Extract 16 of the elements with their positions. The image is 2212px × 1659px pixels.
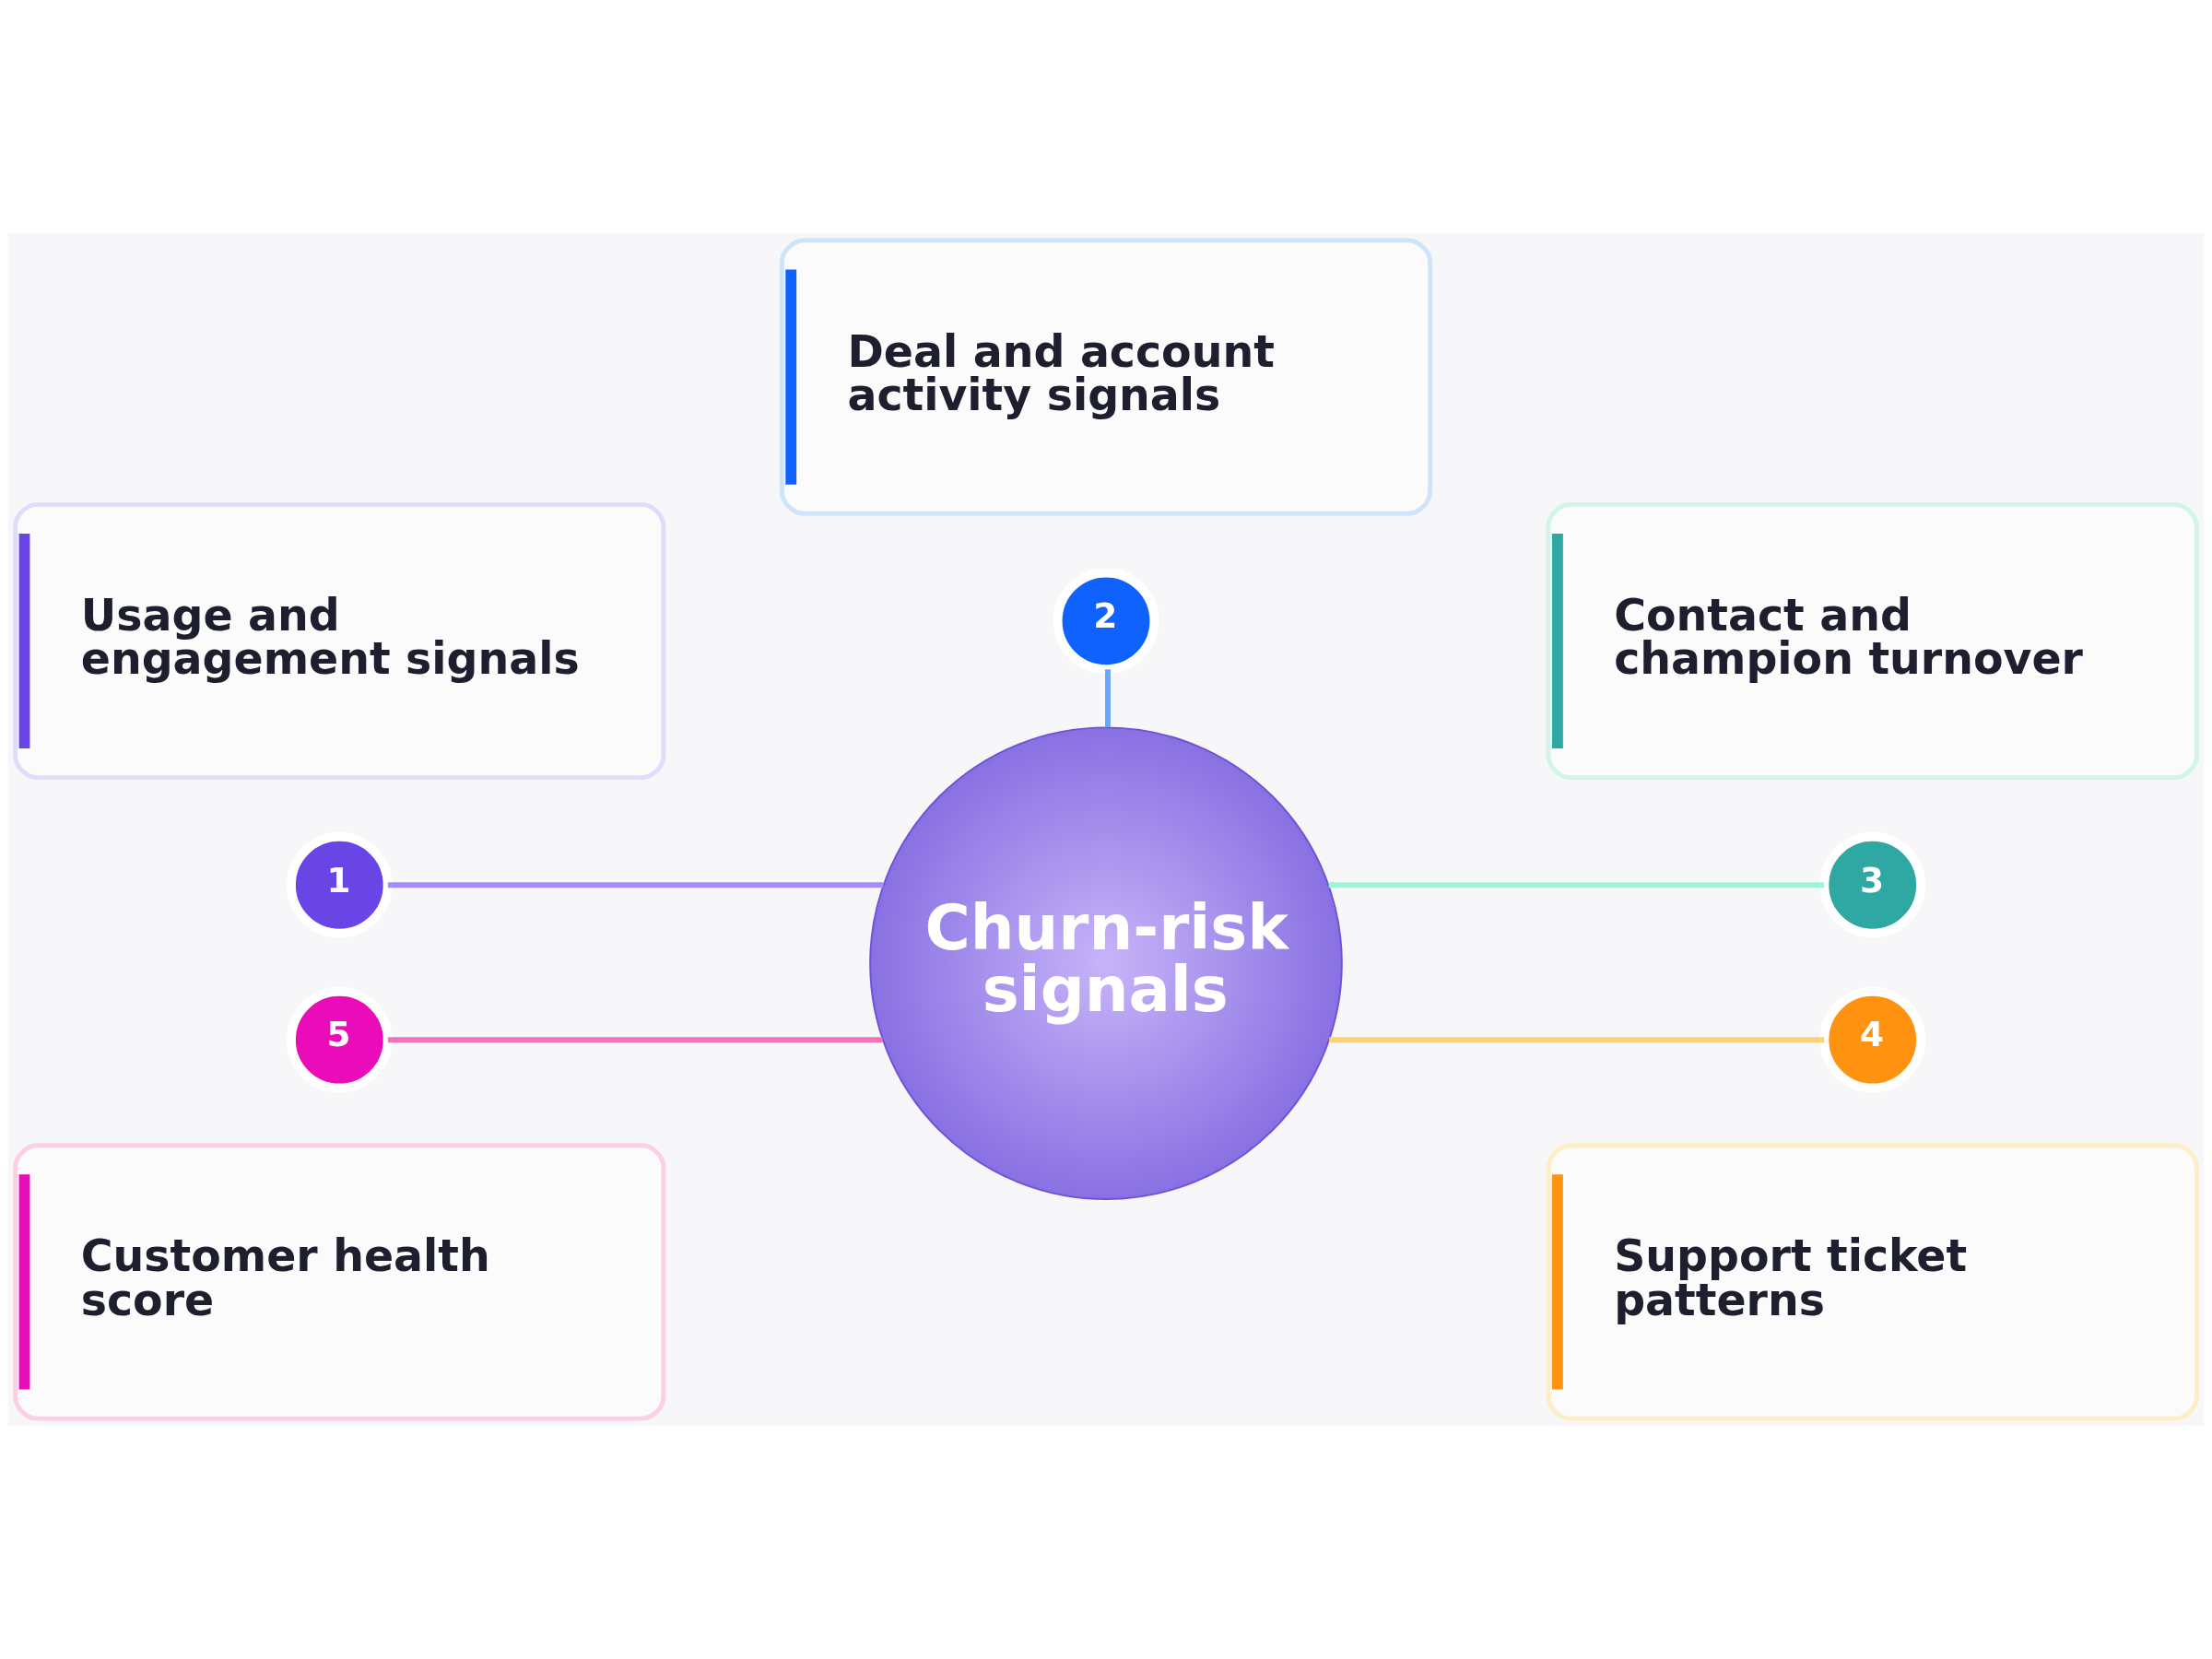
node-circle: 5	[287, 986, 393, 1093]
connector	[387, 882, 884, 888]
node-box: Customer health score	[13, 1143, 666, 1421]
node-box: Usage and engagement signals	[13, 501, 666, 781]
node-box: Deal and account activity signals	[779, 238, 1433, 516]
node-circle: 3	[1819, 831, 1925, 938]
node-circle: 1	[287, 831, 393, 938]
connector	[387, 1037, 883, 1043]
node-circle: Churn-risk signals	[869, 726, 1343, 1201]
connector	[1105, 669, 1111, 727]
node-circle: 4	[1819, 986, 1925, 1093]
node-box: Support ticket patterns	[1546, 1143, 2199, 1421]
node-circle: 2	[1053, 568, 1159, 675]
connector	[1329, 1037, 1825, 1043]
node-box: Contact and champion turnover	[1546, 501, 2199, 781]
connector	[1328, 882, 1825, 888]
